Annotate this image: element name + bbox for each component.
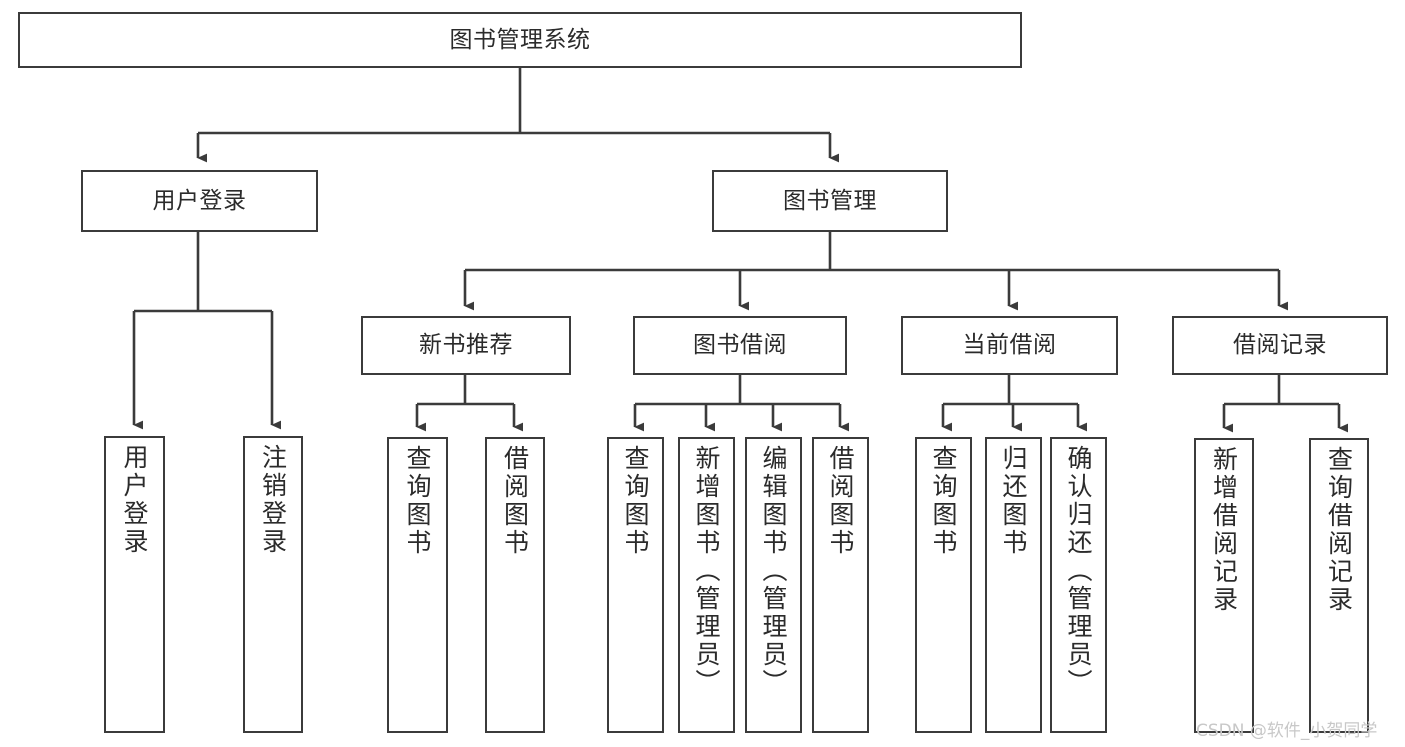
node-leaf-logout-login[interactable]: 注销登录: [243, 436, 303, 733]
node-leaf-return-book[interactable]: 归还图书: [985, 437, 1042, 733]
node-leaf-user-login[interactable]: 用户登录: [104, 436, 165, 733]
node-leaf-query-record-label: 查询借阅记录: [1324, 446, 1354, 614]
node-leaf-borrow-book-1[interactable]: 借阅图书: [485, 437, 545, 733]
node-book-borrow[interactable]: 图书借阅: [633, 316, 847, 375]
node-leaf-add-book[interactable]: 新增图书（管理员）: [678, 437, 735, 733]
node-user-login[interactable]: 用户登录: [81, 170, 318, 232]
node-leaf-confirm-return[interactable]: 确认归还（管理员）: [1050, 437, 1107, 733]
node-leaf-user-login-label: 用户登录: [120, 444, 149, 556]
node-current-borrow[interactable]: 当前借阅: [901, 316, 1118, 375]
node-leaf-borrow-book-1-label: 借阅图书: [500, 445, 530, 557]
node-leaf-borrow-book-2-label: 借阅图书: [826, 445, 855, 557]
node-user-login-label: 用户登录: [152, 187, 247, 214]
node-leaf-query-book-1-label: 查询图书: [403, 445, 432, 557]
node-leaf-query-book-2[interactable]: 查询图书: [607, 437, 664, 733]
node-book-borrow-label: 图书借阅: [693, 332, 787, 359]
node-root-label: 图书管理系统: [449, 26, 591, 53]
node-leaf-query-book-1[interactable]: 查询图书: [387, 437, 448, 733]
node-borrow-record[interactable]: 借阅记录: [1172, 316, 1388, 375]
node-leaf-query-book-3-label: 查询图书: [929, 445, 958, 557]
node-root[interactable]: 图书管理系统: [18, 12, 1022, 68]
node-leaf-confirm-return-label: 确认归还（管理员）: [1064, 445, 1093, 697]
node-leaf-return-book-label: 归还图书: [999, 445, 1028, 557]
node-book-management-label: 图书管理: [783, 187, 877, 214]
node-leaf-query-record[interactable]: 查询借阅记录: [1309, 438, 1369, 733]
node-leaf-add-record[interactable]: 新增借阅记录: [1194, 438, 1254, 733]
node-new-book-recommend-label: 新书推荐: [419, 332, 513, 359]
node-current-borrow-label: 当前借阅: [962, 332, 1057, 359]
node-leaf-logout-login-label: 注销登录: [258, 444, 288, 556]
node-new-book-recommend[interactable]: 新书推荐: [361, 316, 571, 375]
node-leaf-edit-book-label: 编辑图书（管理员）: [759, 445, 788, 697]
node-book-management[interactable]: 图书管理: [712, 170, 948, 232]
node-leaf-borrow-book-2[interactable]: 借阅图书: [812, 437, 869, 733]
node-leaf-add-book-label: 新增图书（管理员）: [692, 445, 721, 697]
node-leaf-query-book-2-label: 查询图书: [621, 445, 650, 557]
node-borrow-record-label: 借阅记录: [1233, 332, 1327, 359]
node-leaf-edit-book[interactable]: 编辑图书（管理员）: [745, 437, 802, 733]
watermark-text: CSDN @软件_小贺同学: [1196, 721, 1378, 741]
node-leaf-query-book-3[interactable]: 查询图书: [915, 437, 972, 733]
node-leaf-add-record-label: 新增借阅记录: [1209, 446, 1239, 614]
